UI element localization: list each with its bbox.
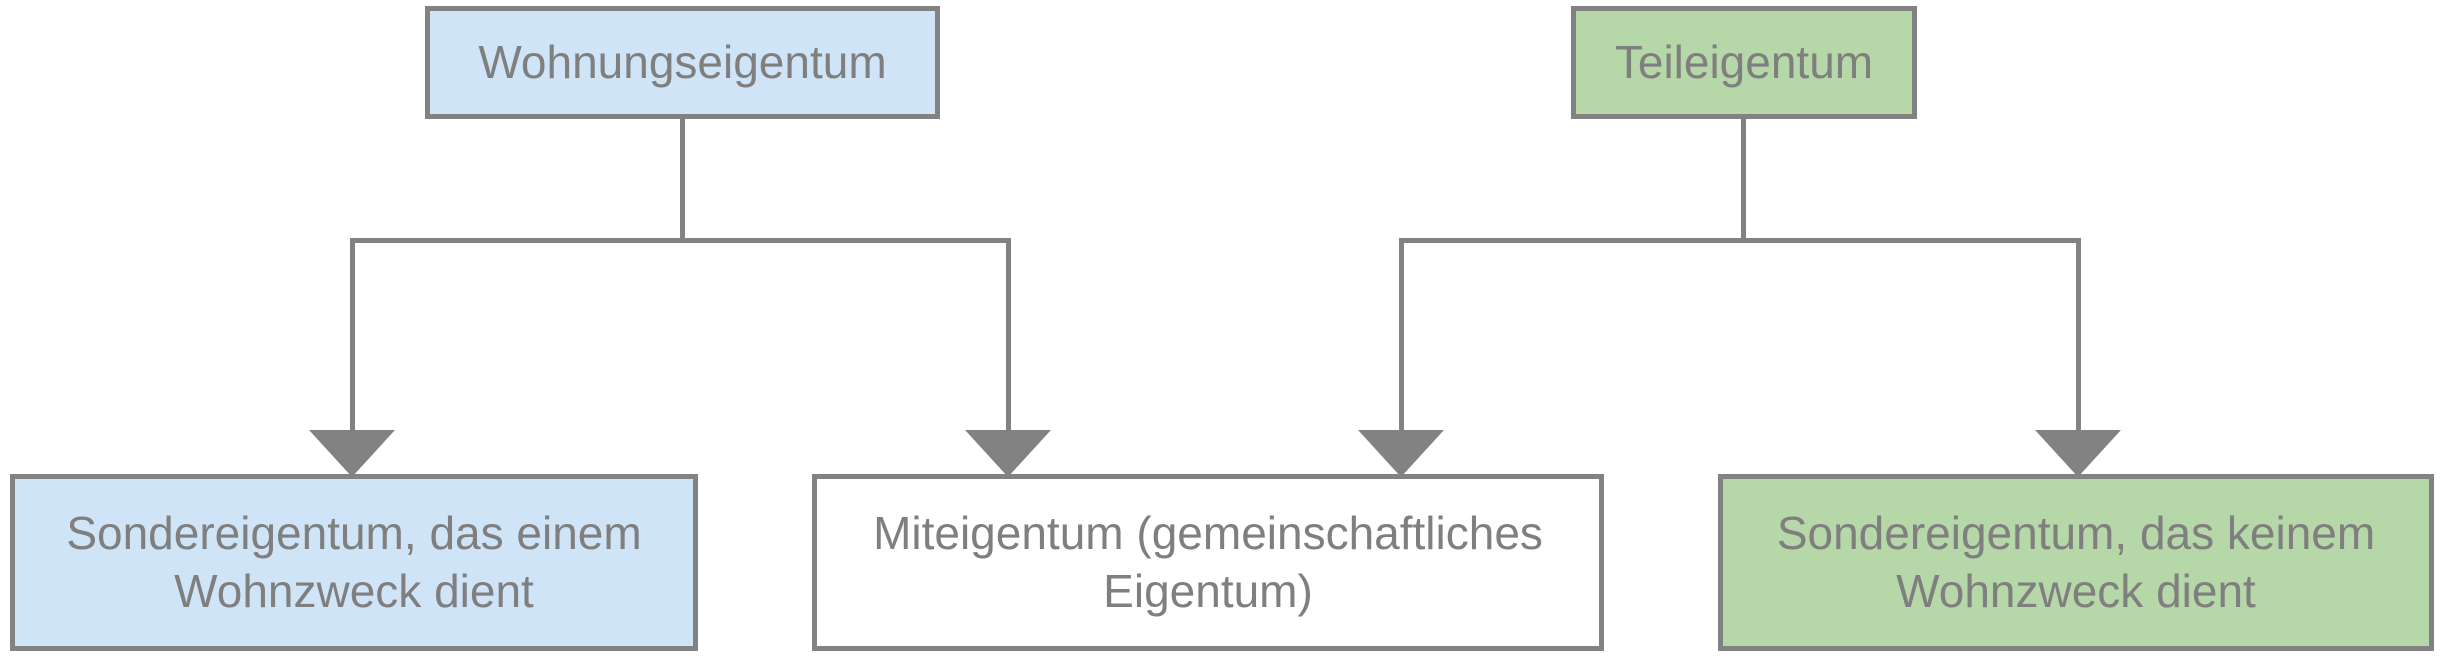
connector-drop-wohnungseigentum-to-miteigentum [1006, 241, 1011, 433]
node-sondereigentum-wohnzweck: Sondereigentum, das einem Wohnzweck dien… [10, 474, 698, 651]
arrowhead-down-icon [309, 430, 395, 477]
arrowhead-down-icon [1358, 430, 1444, 477]
node-sondereigentum-kein-wohnzweck-label: Sondereigentum, das keinem Wohnzweck die… [1776, 506, 2376, 617]
node-wohnungseigentum: Wohnungseigentum [425, 6, 940, 119]
connector-wohnungseigentum-stem [680, 119, 685, 243]
connector-drop-teileigentum-to-miteigentum [1399, 241, 1404, 433]
node-miteigentum-label: Miteigentum (gemeinschaftliches Eigentum… [873, 506, 1543, 617]
arrowhead-down-icon [2035, 430, 2121, 477]
node-sondereigentum-wohnzweck-label: Sondereigentum, das einem Wohnzweck dien… [66, 506, 642, 617]
connector-drop-to-sondereigentum-wohnzweck [350, 241, 355, 433]
node-teileigentum: Teileigentum [1571, 6, 1917, 119]
node-wohnungseigentum-label: Wohnungseigentum [478, 35, 887, 88]
node-miteigentum: Miteigentum (gemeinschaftliches Eigentum… [812, 474, 1604, 651]
node-sondereigentum-kein-wohnzweck: Sondereigentum, das keinem Wohnzweck die… [1718, 474, 2434, 651]
connector-wohnungseigentum-rail [350, 238, 1011, 243]
node-teileigentum-label: Teileigentum [1614, 35, 1874, 88]
connector-drop-to-sondereigentum-kein-wohnzweck [2076, 241, 2081, 433]
arrowhead-down-icon [965, 430, 1051, 477]
connector-teileigentum-stem [1741, 119, 1746, 243]
connector-teileigentum-rail [1399, 238, 2081, 243]
